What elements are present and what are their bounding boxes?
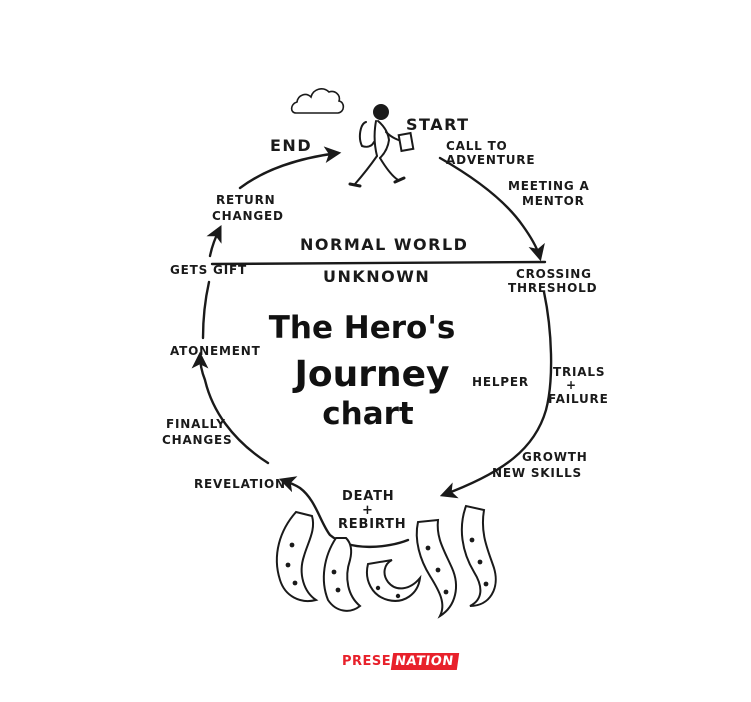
title-line3: chart [322, 396, 414, 432]
stage-end: END [270, 136, 312, 155]
stage-growth-line1: GROWTH [522, 450, 588, 464]
arc-atonement-to-gift [201, 280, 211, 340]
logo-part1: PRESE [342, 654, 392, 669]
world-divider-line [210, 260, 547, 266]
stage-death-line2: + [362, 503, 374, 518]
stage-mentor-line1: MEETING A [508, 179, 590, 193]
stage-gift: GETS GIFT [170, 263, 247, 277]
arc-call-to-threshold [438, 156, 545, 262]
tentacles-icon [275, 504, 497, 619]
arc-death-to-revelation [278, 476, 410, 549]
stage-changes-line1: FINALLY [166, 417, 226, 431]
stage-death-line1: DEATH [342, 489, 394, 504]
arc-revelation-to-atonement [191, 351, 270, 465]
title-line1: The Hero's [269, 310, 456, 346]
stage-call-line2: ADVENTURE [446, 153, 535, 167]
stage-trials-line2: + [566, 378, 577, 392]
stage-helper: HELPER [472, 375, 529, 389]
stage-trials-line3: FAILURE [548, 392, 609, 406]
stage-return-line1: RETURN [216, 193, 275, 207]
presenation-logo: PRESE NATION [342, 651, 459, 672]
stage-threshold-line2: THRESHOLD [508, 281, 597, 295]
stage-start: START [406, 115, 470, 134]
stage-mentor-line2: MENTOR [522, 194, 585, 208]
cloud-icon [290, 88, 345, 114]
stage-threshold-line1: CROSSING [516, 267, 592, 281]
cycle-path [191, 146, 553, 549]
stage-return-line2: CHANGED [212, 209, 284, 223]
title-line2: Journey [291, 354, 449, 395]
stage-revelation: REVELATION [194, 477, 286, 491]
unknown-label: UNKNOWN [323, 267, 430, 286]
logo-part2: NATION [390, 653, 459, 670]
arc-threshold-to-growth [439, 290, 553, 499]
stage-trials-line1: TRIALS [553, 365, 605, 379]
arc-return-to-end [238, 146, 342, 190]
arc-gift-to-return [206, 224, 222, 258]
hero-walking-icon [348, 104, 415, 188]
stage-atonement: ATONEMENT [170, 344, 261, 358]
stage-changes-line2: CHANGES [162, 433, 232, 447]
stage-growth-line2: NEW SKILLS [492, 466, 582, 480]
normal-world-label: NORMAL WORLD [300, 235, 468, 254]
stage-death-line3: REBIRTH [338, 517, 406, 532]
stage-call-line1: CALL TO [446, 139, 508, 153]
